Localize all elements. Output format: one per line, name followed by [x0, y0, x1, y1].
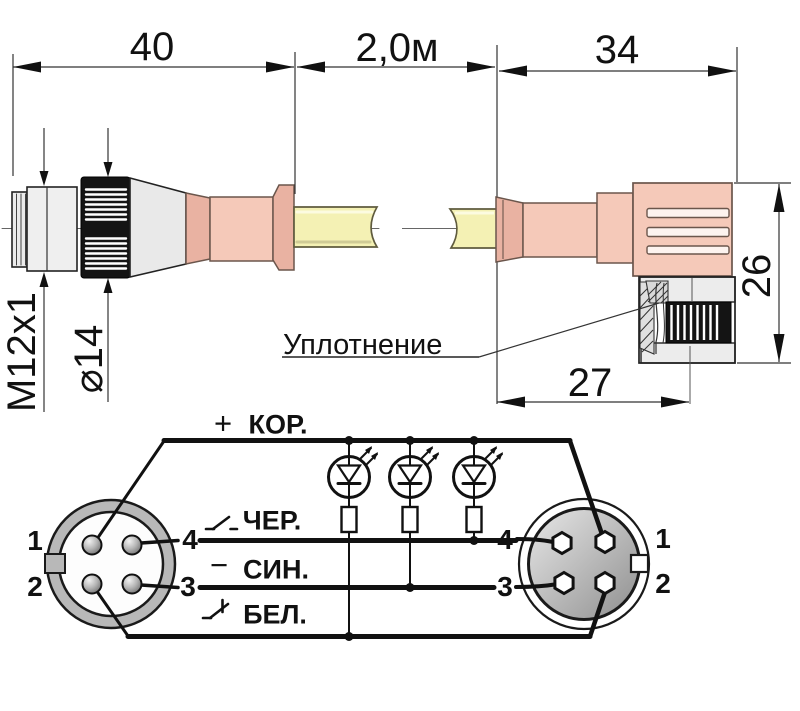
dim-connector-length: 40	[129, 25, 175, 69]
left-pin-label-4: 4	[182, 524, 198, 555]
taper-housing	[129, 176, 187, 279]
junction-dots	[344, 436, 479, 641]
nut-bottom-cap	[640, 342, 736, 364]
pin-3	[553, 570, 575, 596]
resistor	[340, 505, 358, 534]
minus-sign: −	[209, 547, 229, 583]
wire-label-brown: КОР.	[248, 409, 308, 440]
angled-dimensions	[282, 182, 791, 408]
wiring-diagram	[44, 436, 651, 641]
overmold-taper	[185, 192, 211, 265]
wire-label-blue: СИН.	[243, 554, 309, 585]
wires	[94, 438, 609, 639]
key-notch	[629, 553, 650, 574]
leader-lines	[39, 128, 113, 412]
wire-label-black: ЧЕР.	[242, 505, 302, 536]
grip-slot	[646, 207, 730, 219]
knurl-stripes	[670, 305, 719, 340]
label-seal: Уплотнение	[283, 329, 443, 361]
grip-slot	[646, 226, 730, 238]
pin-1	[594, 529, 616, 555]
wire-blue-left-stub	[139, 583, 180, 590]
wire-white-right-diagonal	[587, 586, 609, 639]
arrow-down	[39, 171, 49, 186]
overmold-body	[209, 196, 274, 262]
label-thread: M12x1	[0, 291, 44, 413]
angled-connector-drawing	[402, 182, 736, 404]
wire-white-left-diagonal	[94, 588, 130, 638]
knurl-stripes	[84, 188, 128, 270]
led-2	[388, 440, 439, 588]
nut-outline	[638, 276, 736, 364]
straight-connector-drawing	[1, 176, 380, 279]
dim-angled-length: 34	[594, 28, 640, 72]
right-connector-pins	[551, 529, 616, 596]
arrow-up	[39, 272, 49, 287]
wire-brown-right-diagonal	[567, 438, 607, 543]
pin-2	[594, 570, 616, 596]
seal-leader-line	[478, 302, 660, 358]
arrow-up	[103, 278, 113, 293]
left-pin-label-3: 3	[180, 571, 196, 602]
grip-slot	[646, 245, 730, 255]
led-3	[452, 440, 503, 541]
right-pin-label-4: 4	[497, 524, 513, 555]
right-connector-face	[517, 497, 651, 631]
cable	[448, 208, 498, 249]
left-pin-label-1: 1	[27, 525, 43, 556]
wire-label-white: БЕЛ.	[243, 599, 307, 630]
right-pin-label-2: 2	[655, 568, 671, 599]
resistor	[401, 505, 419, 534]
label-diameter: ⌀14	[67, 324, 111, 394]
right-pin-label-3: 3	[497, 571, 513, 602]
front-sleeve	[26, 186, 78, 272]
strain-relief-flange	[495, 196, 524, 263]
key-notch	[44, 553, 66, 574]
wire-black-left-stub	[139, 538, 180, 545]
left-connector-pins	[81, 534, 143, 595]
pin-1	[81, 534, 103, 556]
overmold-neck	[522, 202, 598, 258]
wire-brown-left-diagonal	[95, 439, 166, 541]
pin-3	[121, 573, 143, 595]
left-pin-label-2: 2	[27, 571, 43, 602]
plus-sign: +	[213, 405, 233, 441]
no-contact-icon	[204, 515, 239, 531]
pin-2	[81, 573, 103, 595]
nc-contact-icon	[201, 598, 230, 620]
strain-relief-flange	[272, 184, 295, 271]
right-pin-label-1: 1	[655, 523, 671, 554]
pin-4	[121, 534, 143, 556]
overmold-step	[596, 192, 634, 264]
arrow-down	[103, 162, 113, 177]
pin-4	[551, 530, 573, 556]
thread-tip	[11, 191, 28, 268]
dim-angled-width: 27	[567, 361, 613, 405]
dim-cable-length: 2,0м	[355, 26, 439, 70]
resistor	[465, 505, 483, 534]
led-1	[327, 440, 378, 637]
cable	[293, 206, 379, 248]
dim-angled-height: 26	[735, 253, 779, 299]
